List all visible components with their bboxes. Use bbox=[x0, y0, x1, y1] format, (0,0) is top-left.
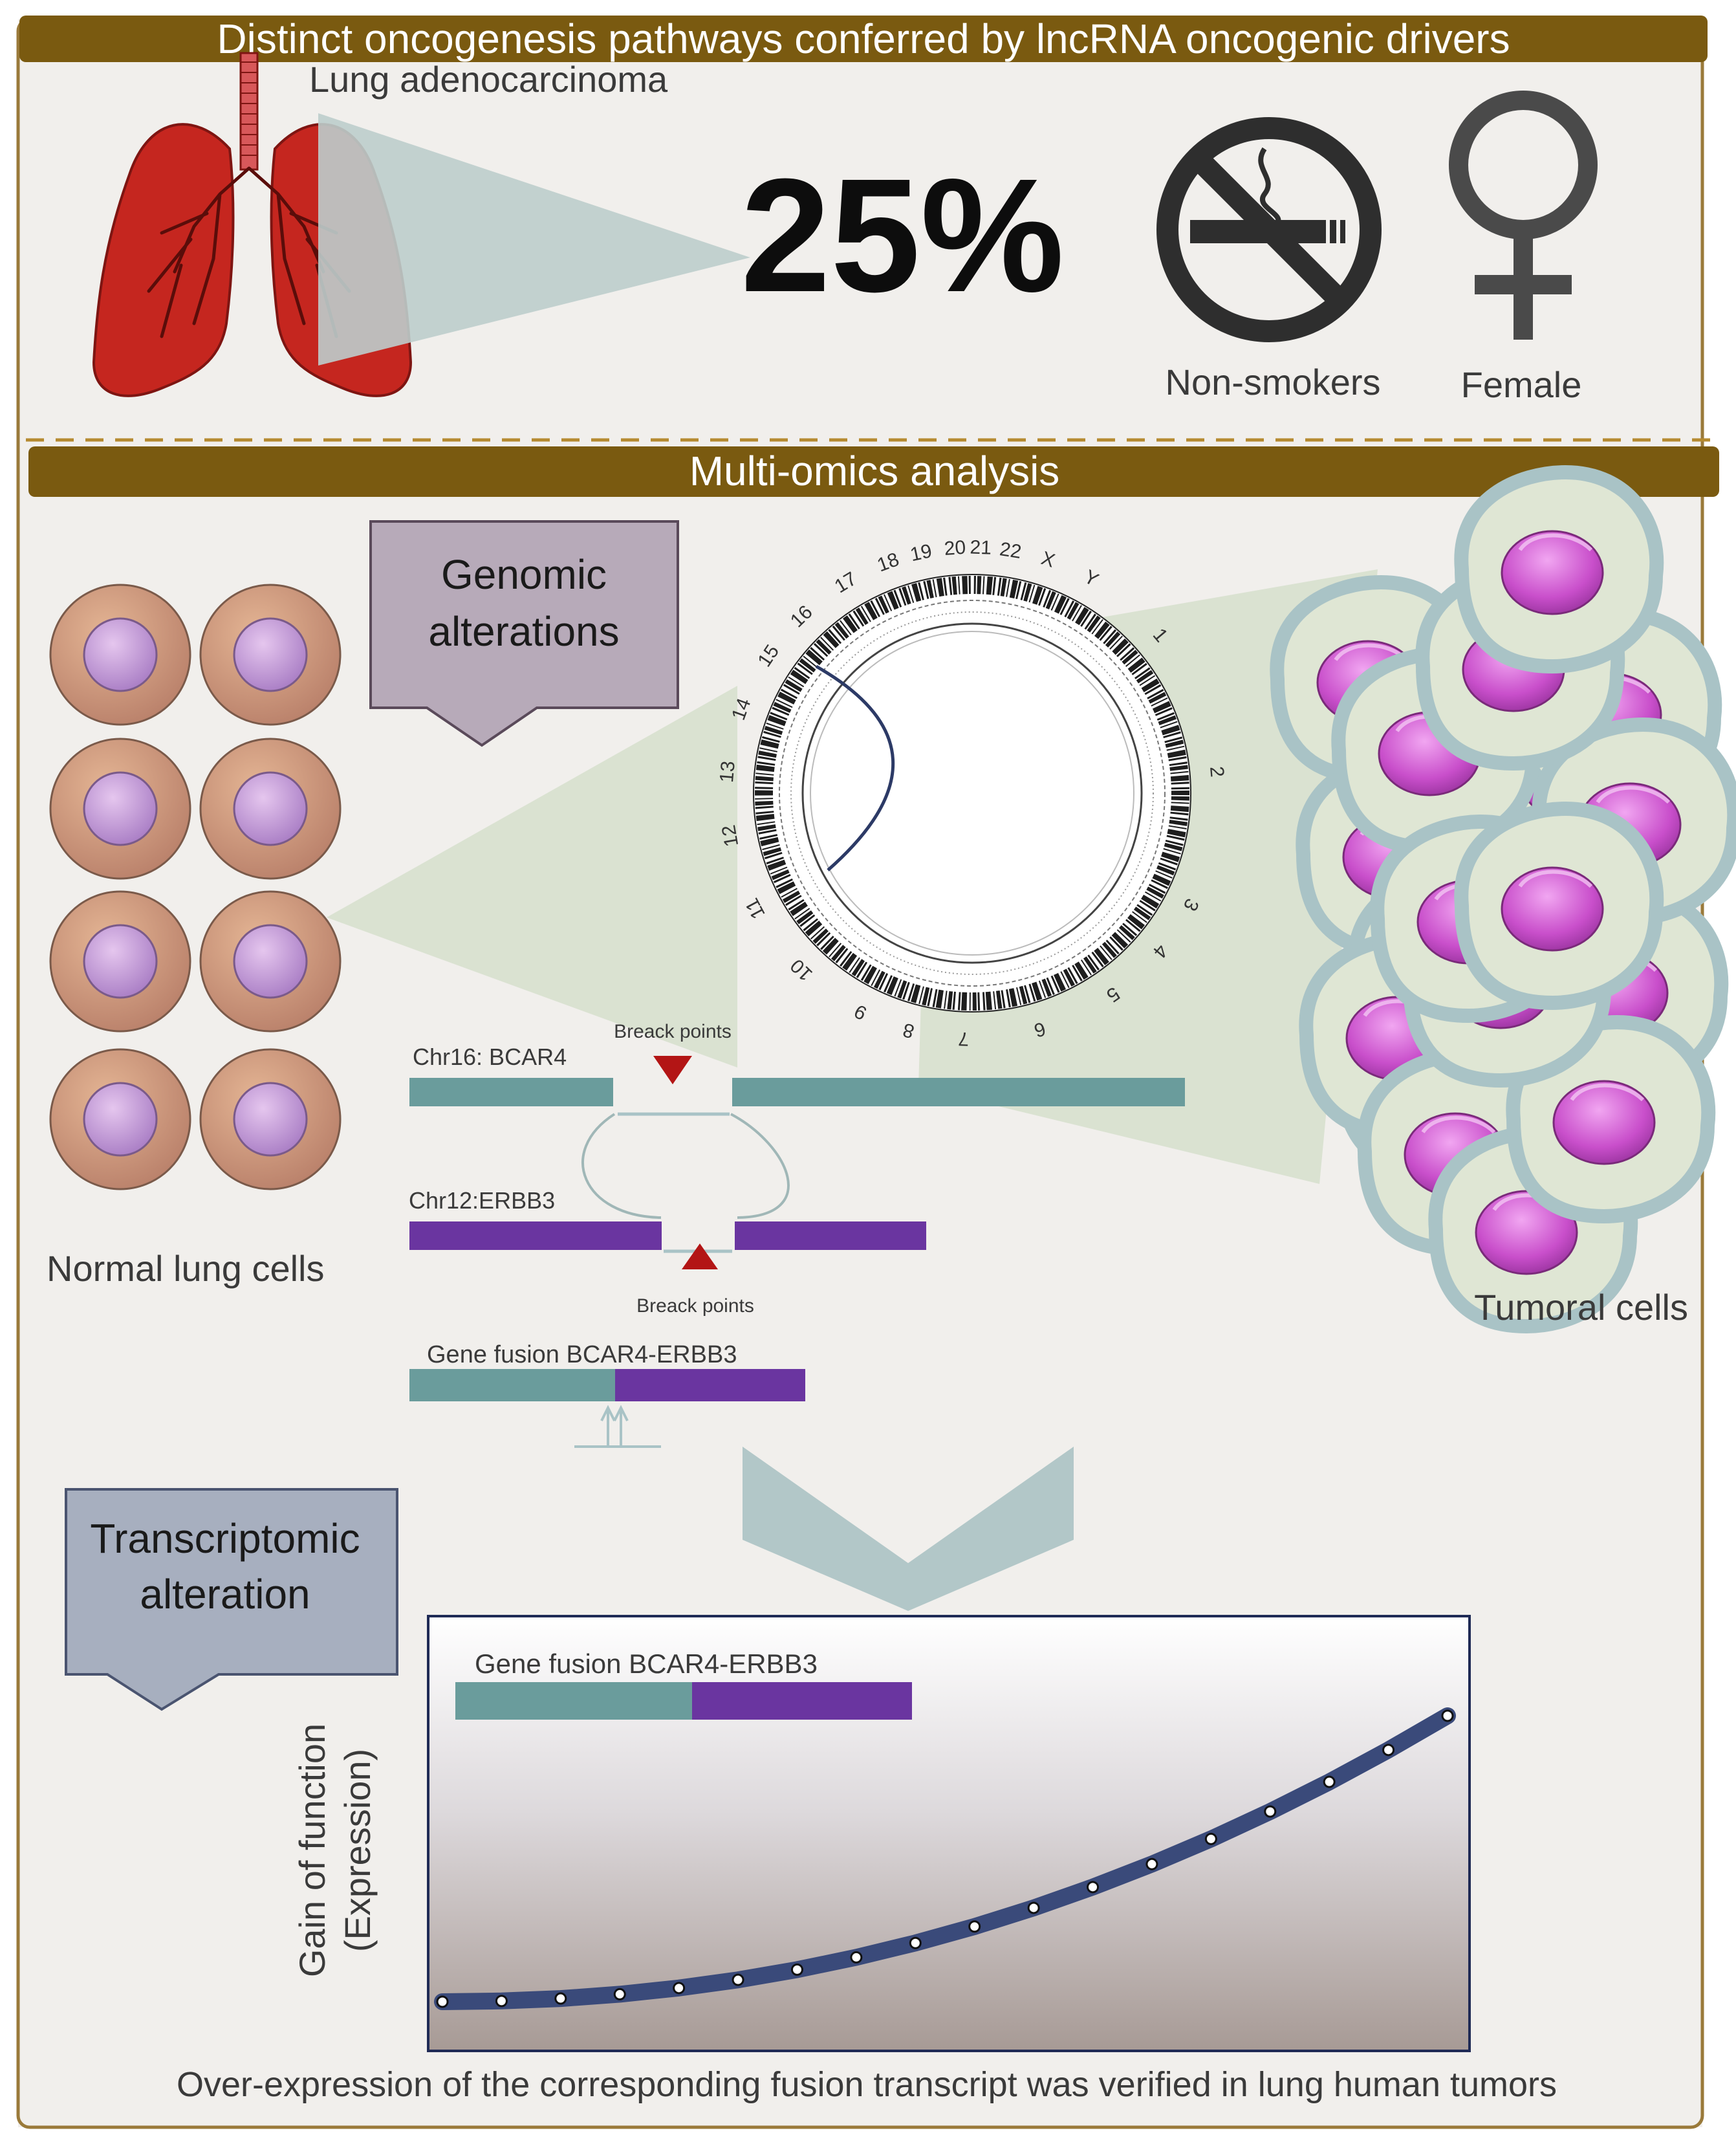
page-title: Distinct oncogenesis pathways conferred … bbox=[217, 16, 1510, 62]
normal-cell bbox=[49, 890, 191, 1033]
chromosome-label: 21 bbox=[970, 537, 992, 559]
chr16-label: Chr16: BCAR4 bbox=[413, 1044, 567, 1070]
fusion-erbb3-part bbox=[615, 1369, 805, 1401]
tumoral-cell bbox=[1454, 465, 1664, 674]
normal-cells-group bbox=[49, 584, 342, 1190]
circos-inner-ring bbox=[810, 631, 1134, 956]
plot-fusion-bcar4-part bbox=[455, 1682, 692, 1720]
chromosome-label: 13 bbox=[716, 760, 739, 783]
plot-fusion-label: Gene fusion BCAR4-ERBB3 bbox=[475, 1648, 818, 1679]
circos-ideogram-ring bbox=[755, 576, 1189, 1011]
curve-point bbox=[1145, 1857, 1158, 1870]
zoom-wedge-left bbox=[327, 686, 737, 1068]
transcriptomic-callout-line2: alteration bbox=[140, 1571, 310, 1617]
fusion-diagram bbox=[409, 1056, 1185, 1448]
female-icon bbox=[1449, 91, 1598, 340]
breakpoint-marker-bottom bbox=[682, 1243, 718, 1269]
breakpoint-marker-top bbox=[653, 1056, 692, 1084]
organ-label: Lung adenocarcinoma bbox=[309, 59, 668, 100]
curve-point bbox=[732, 1973, 744, 1986]
no-smoking-icon bbox=[1156, 117, 1382, 342]
circos-track-ring bbox=[779, 600, 1166, 987]
recombination-arc-left bbox=[581, 1113, 662, 1219]
curve-point bbox=[909, 1936, 922, 1949]
curve-point bbox=[850, 1951, 863, 1964]
bcar4-segment-right bbox=[732, 1078, 1185, 1106]
plot-fusion-erbb3-part bbox=[692, 1682, 912, 1720]
curve-point bbox=[1087, 1881, 1100, 1894]
chromosome-label: 20 bbox=[944, 537, 967, 560]
curve-point bbox=[1027, 1901, 1040, 1914]
breakpoints-top-label: Breack points bbox=[614, 1021, 732, 1042]
normal-cell bbox=[49, 1048, 191, 1190]
erbb3-segment-right bbox=[735, 1221, 926, 1250]
plot-ylabel-line1: Gain of function bbox=[292, 1724, 332, 1977]
tumoral-cell bbox=[1454, 801, 1664, 1011]
curve-point bbox=[1382, 1744, 1395, 1757]
normal-cell bbox=[199, 1048, 342, 1190]
footer-text: Over-expression of the corresponding fus… bbox=[177, 2065, 1557, 2104]
circos-track-ring bbox=[790, 611, 1154, 975]
tumoral-cells-group bbox=[1270, 465, 1736, 1334]
curve-point bbox=[436, 1995, 449, 2008]
nonsmokers-label: Non-smokers bbox=[1166, 362, 1381, 402]
zoom-wedge-top bbox=[318, 113, 750, 366]
section-title: Multi-omics analysis bbox=[689, 448, 1060, 494]
normal-cell bbox=[199, 890, 342, 1033]
curve-point bbox=[1441, 1709, 1454, 1722]
normal-cells-label: Normal lung cells bbox=[47, 1248, 325, 1289]
section-banner bbox=[28, 446, 1719, 497]
circos-inner-ring bbox=[801, 622, 1143, 964]
title-banner bbox=[19, 16, 1708, 62]
curve-point bbox=[554, 1992, 567, 2005]
fusion-label: Gene fusion BCAR4-ERBB3 bbox=[427, 1341, 737, 1368]
percentage-value: 25% bbox=[741, 145, 1064, 325]
normal-cell bbox=[49, 584, 191, 726]
plot-ylabel-line2: (Expression) bbox=[337, 1749, 378, 1952]
expression-curve-band bbox=[434, 1707, 1456, 2010]
curve-point bbox=[495, 1995, 508, 2008]
chromosome-label: 22 bbox=[998, 538, 1023, 563]
flow-chevron bbox=[743, 1447, 1074, 1611]
chromosome-label: 7 bbox=[958, 1028, 970, 1050]
fusion-junction-arrows bbox=[574, 1405, 661, 1448]
transcriptomic-callout-line1: Transcriptomic bbox=[90, 1515, 360, 1562]
curve-point bbox=[613, 1987, 626, 2000]
curve-point bbox=[1264, 1805, 1277, 1818]
recombination-arc-right bbox=[730, 1113, 790, 1219]
normal-cell bbox=[199, 584, 342, 726]
curve-point bbox=[968, 1920, 981, 1933]
breakpoints-bottom-label: Breack points bbox=[636, 1295, 754, 1317]
chromosome-label: 2 bbox=[1206, 765, 1228, 778]
expression-plot-area bbox=[427, 1615, 1471, 2052]
tumoral-cells-label: Tumoral cells bbox=[1474, 1287, 1688, 1328]
genomic-callout bbox=[369, 520, 679, 747]
curve-point bbox=[673, 1982, 686, 1995]
bcar4-segment-left bbox=[409, 1078, 613, 1106]
curve-point bbox=[790, 1963, 803, 1976]
normal-cell bbox=[199, 738, 342, 880]
transcriptomic-callout bbox=[65, 1488, 398, 1711]
curve-point bbox=[1323, 1775, 1336, 1788]
chromosome-label: 19 bbox=[908, 540, 934, 565]
genomic-callout-line2: alterations bbox=[428, 608, 619, 655]
expression-curve bbox=[434, 1707, 1456, 2010]
erbb3-segment-left bbox=[409, 1221, 662, 1250]
chr12-label: Chr12:ERBB3 bbox=[409, 1187, 555, 1214]
normal-cell bbox=[49, 738, 191, 880]
fusion-bcar4-part bbox=[409, 1369, 615, 1401]
curve-point bbox=[1204, 1832, 1217, 1845]
circos-outer-bg bbox=[753, 574, 1191, 1013]
genomic-callout-line1: Genomic bbox=[441, 551, 607, 598]
circos-link bbox=[815, 664, 895, 871]
chromosome-label: 12 bbox=[718, 824, 743, 849]
female-label: Female bbox=[1461, 364, 1582, 405]
